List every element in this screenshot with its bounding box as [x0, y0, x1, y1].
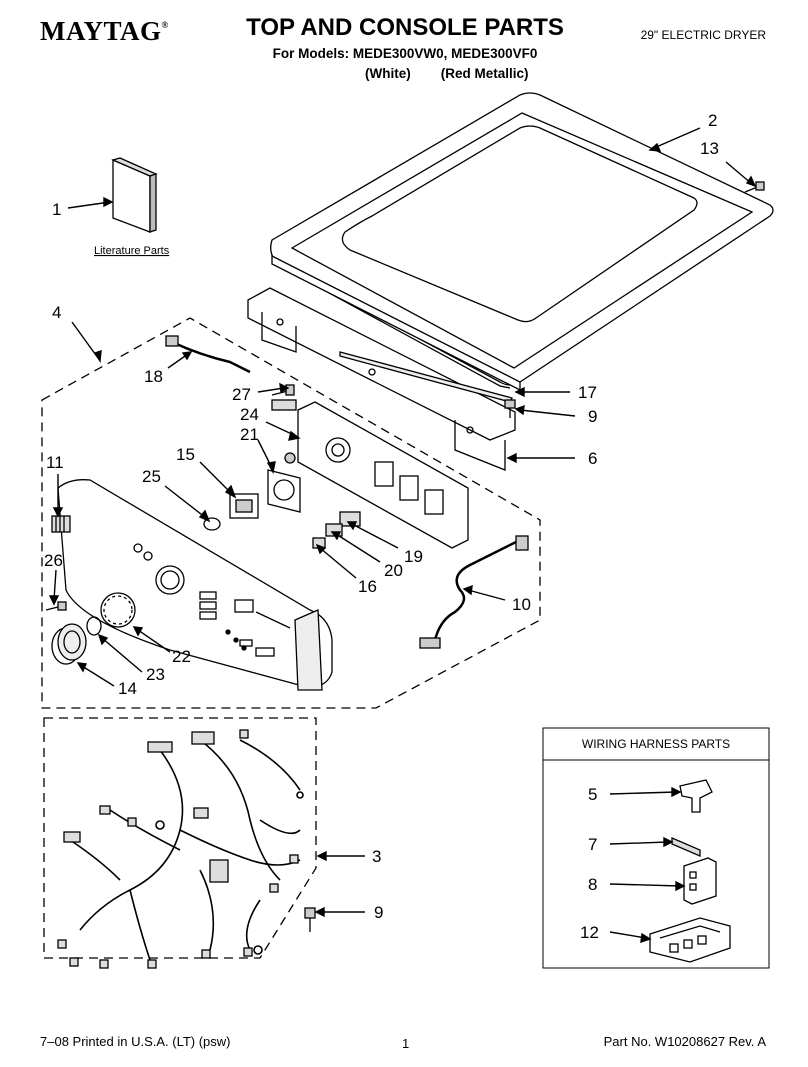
clip-5-illustration	[679, 779, 713, 813]
callout-numbers: 1 2 13 4 18 27 17 24 9 21 6 15 25 11 19 …	[44, 111, 730, 942]
wiring-harness-box	[542, 727, 770, 969]
colors-line: (White) (Red Metallic)	[365, 66, 529, 81]
callout-14: 14	[118, 679, 137, 698]
terminal-7-illustration	[671, 837, 701, 857]
callout-5: 5	[588, 785, 597, 804]
main-harness-group-boundary	[43, 717, 317, 959]
screw-9-lower-illustration	[304, 907, 316, 932]
console-panel-illustration	[57, 479, 333, 691]
screw-26-illustration	[45, 601, 67, 611]
callout-10: 10	[512, 595, 531, 614]
wiring-harness-box-title: WIRING HARNESS PARTS	[582, 737, 730, 751]
callout-18: 18	[144, 367, 163, 386]
control-board-illustration	[284, 401, 469, 549]
literature-parts-label: Literature Parts	[94, 245, 170, 257]
ring-22-illustration	[100, 592, 136, 628]
callout-19: 19	[404, 547, 423, 566]
screw-13-illustration	[744, 181, 765, 193]
callout-3: 3	[372, 847, 381, 866]
knob-14-illustration	[51, 623, 87, 665]
callout-17: 17	[578, 383, 597, 402]
callout-1: 1	[52, 200, 61, 219]
leader-lines	[48, 127, 757, 944]
page-number: 1	[402, 1036, 410, 1051]
callout-24: 24	[240, 405, 259, 424]
models-line: For Models: MEDE300VW0, MEDE300VF0	[272, 46, 538, 61]
callout-2: 2	[708, 111, 717, 130]
callout-25: 25	[142, 467, 161, 486]
decal-25-illustration	[203, 517, 221, 531]
callout-12: 12	[580, 923, 599, 942]
product-type: 29" ELECTRIC DRYER	[640, 28, 766, 42]
callout-4: 4	[52, 303, 61, 322]
main-harness-illustration	[69, 739, 304, 961]
harness-10-illustration	[419, 535, 529, 649]
knob-insert-23-illustration	[86, 616, 102, 636]
callout-9-upper: 9	[588, 407, 597, 426]
callout-21: 21	[240, 425, 259, 444]
callout-20: 20	[384, 561, 403, 580]
callout-11: 11	[46, 453, 64, 472]
callout-9-lower: 9	[374, 903, 383, 922]
encoder-mount-illustration	[267, 469, 301, 513]
callout-8: 8	[588, 875, 597, 894]
connector-12-illustration	[649, 917, 731, 963]
callout-7: 7	[588, 835, 597, 854]
console-group-boundary	[41, 317, 541, 709]
literature-book-illustration	[111, 157, 158, 233]
callout-15: 15	[176, 445, 195, 464]
connector-8-illustration	[683, 857, 717, 905]
callout-16: 16	[358, 577, 377, 596]
part-number: Part No. W10208627 Rev. A	[603, 1034, 766, 1049]
screw-27-illustration	[271, 384, 297, 411]
maytag-logo: MAYTAG®	[40, 16, 169, 46]
callout-26: 26	[44, 551, 63, 570]
page-title: TOP AND CONSOLE PARTS	[246, 14, 564, 41]
printed-info: 7–08 Printed in U.S.A. (LT) (psw)	[40, 1034, 231, 1049]
screw-9-upper-illustration	[504, 399, 516, 418]
harness-connectors	[57, 729, 299, 969]
callout-6: 6	[588, 449, 597, 468]
callout-22: 22	[172, 647, 191, 666]
callout-27: 27	[232, 385, 251, 404]
part-11-illustration	[51, 515, 71, 533]
callout-23: 23	[146, 665, 165, 684]
encoder-15-illustration	[229, 493, 259, 519]
callout-13: 13	[700, 139, 719, 158]
